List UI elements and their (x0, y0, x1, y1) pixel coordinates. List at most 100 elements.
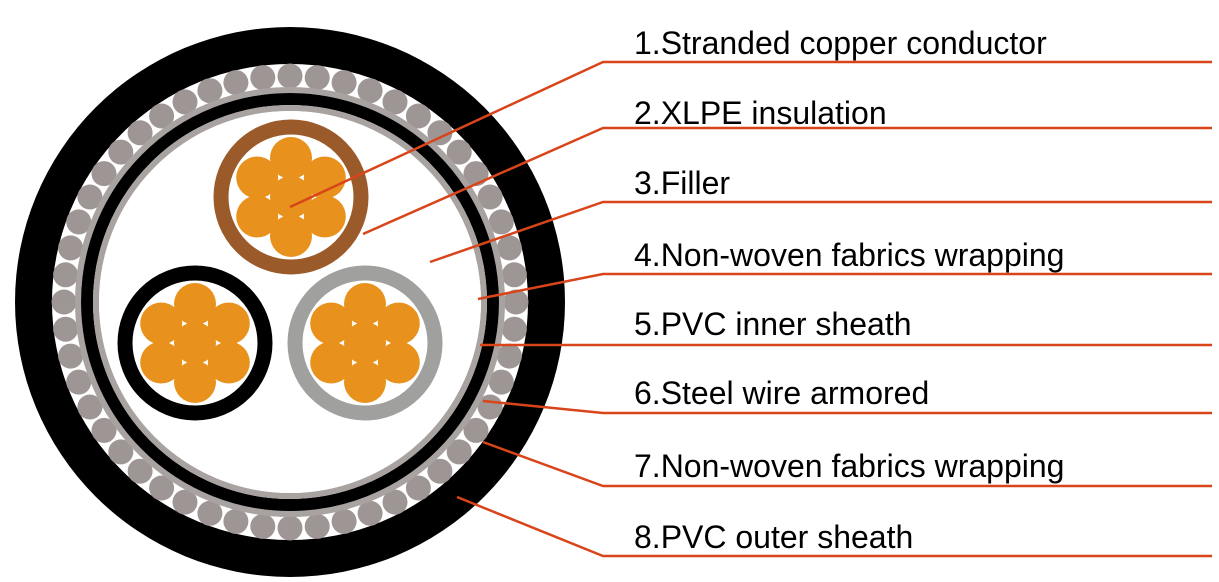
leader-line-stranded-copper-conductor (289, 60, 1212, 209)
steel-armor-wire (149, 103, 175, 129)
steel-armor-wire (277, 515, 303, 541)
steel-armor-wire (127, 120, 153, 146)
copper-strand (303, 195, 346, 238)
steel-armor-wire (51, 289, 77, 315)
steel-armor-wire (405, 103, 431, 129)
steel-armor-wire (304, 513, 330, 539)
steel-armor-wire (501, 262, 527, 288)
steel-armor-wire (66, 209, 92, 235)
steel-armor-wire (91, 417, 117, 443)
steel-armor-wire (223, 508, 249, 534)
leader-line-non-woven-fabrics-wrapping-inner (477, 272, 1212, 301)
steel-armor-wire (66, 369, 92, 395)
steel-armor-wire (77, 394, 103, 420)
steel-armor-wire (463, 161, 489, 187)
steel-armor-wire (197, 78, 223, 104)
copper-strand (344, 361, 386, 403)
copper-strand (174, 361, 216, 403)
leader-line-non-woven-fabrics-wrapping-outer (482, 440, 1212, 488)
steel-armor-wire (223, 70, 249, 96)
steel-wire-armor-ring (51, 63, 529, 541)
steel-armor-wire (127, 458, 153, 484)
steel-armor-wire (405, 475, 431, 501)
leader-lines (289, 60, 1212, 558)
outer-fabric-wrapping-ring (75, 87, 505, 517)
copper-strand (236, 195, 279, 238)
copper-strand (207, 302, 250, 345)
label-pvc-outer-sheath: 8.PVC outer sheath (634, 519, 913, 555)
xlpe-insulation-ring (117, 265, 273, 421)
steel-armor-wire (496, 343, 522, 369)
copper-strand (270, 215, 312, 257)
steel-armor-wire (77, 184, 103, 210)
steel-armor-wire (53, 316, 79, 342)
copper-strand (140, 302, 183, 345)
label-stranded-copper-conductor: 1.Stranded copper conductor (634, 25, 1047, 61)
steel-armor-wire (357, 78, 383, 104)
leader-line-steel-wire-armored (482, 399, 1212, 415)
copper-strand (140, 341, 183, 384)
steel-armor-wire (277, 63, 303, 89)
steel-armor-wire (501, 316, 527, 342)
inner-fabric-wrapping-ring (93, 105, 487, 499)
labels: 1.Stranded copper conductor 2.XLPE insul… (634, 25, 1064, 555)
copper-strand (174, 322, 216, 364)
leader-line-pvc-outer-sheath (456, 495, 1212, 558)
conductor-cores (117, 119, 443, 421)
copper-strand (310, 302, 353, 345)
copper-strand (270, 176, 312, 218)
label-non-woven-fabrics-wrapping-inner: 4.Non-woven fabrics wrapping (634, 237, 1064, 273)
core-black (117, 265, 273, 421)
steel-armor-wire (496, 235, 522, 261)
xlpe-insulation-ring (287, 265, 443, 421)
steel-armor-wire (446, 139, 472, 165)
steel-armor-wire (197, 500, 223, 526)
steel-armor-wire (427, 458, 453, 484)
copper-strand (174, 283, 216, 325)
steel-armor-wire (53, 262, 79, 288)
copper-strand (236, 156, 279, 199)
leader-line-xlpe-insulation (362, 126, 1212, 236)
steel-armor-wire (58, 235, 84, 261)
label-pvc-inner-sheath: 5.PVC inner sheath (634, 306, 912, 342)
steel-armor-wire (108, 439, 134, 465)
pvc-inner-sheath-ring (81, 93, 499, 511)
steel-armor-wire (172, 489, 198, 515)
copper-strand (303, 156, 346, 199)
steel-armor-wire (427, 120, 453, 146)
steel-armor-wire (250, 65, 276, 91)
steel-armor-wire (446, 439, 472, 465)
steel-armor-wire (357, 500, 383, 526)
steel-armor-wire (463, 417, 489, 443)
label-xlpe-insulation: 2.XLPE insulation (634, 95, 887, 131)
steel-armor-wire (304, 65, 330, 91)
steel-armor-wire (331, 70, 357, 96)
copper-strand (344, 283, 386, 325)
copper-strand (270, 137, 312, 179)
steel-armor-wire (488, 209, 514, 235)
steel-armor-wire (503, 289, 529, 315)
steel-armor-wire (91, 161, 117, 187)
copper-strand (377, 302, 420, 345)
cable-cross-section (15, 27, 565, 577)
steel-armor-wire (488, 369, 514, 395)
leader-line-filler (429, 200, 1212, 264)
core-brown (213, 119, 369, 275)
steel-armor-wire (149, 475, 175, 501)
label-filler: 3.Filler (634, 165, 730, 201)
steel-armor-wire (58, 343, 84, 369)
label-non-woven-fabrics-wrapping-outer: 7.Non-woven fabrics wrapping (634, 448, 1064, 484)
copper-strand (310, 341, 353, 384)
steel-armor-wire (108, 139, 134, 165)
steel-armor-wire (172, 89, 198, 115)
copper-strand (344, 322, 386, 364)
steel-armor-wire (250, 513, 276, 539)
xlpe-insulation-ring (213, 119, 369, 275)
core-grey (287, 265, 443, 421)
copper-strand (207, 341, 250, 384)
copper-strand (377, 341, 420, 384)
steel-armor-wire (331, 508, 357, 534)
steel-armor-wire (382, 89, 408, 115)
steel-armor-wire (382, 489, 408, 515)
